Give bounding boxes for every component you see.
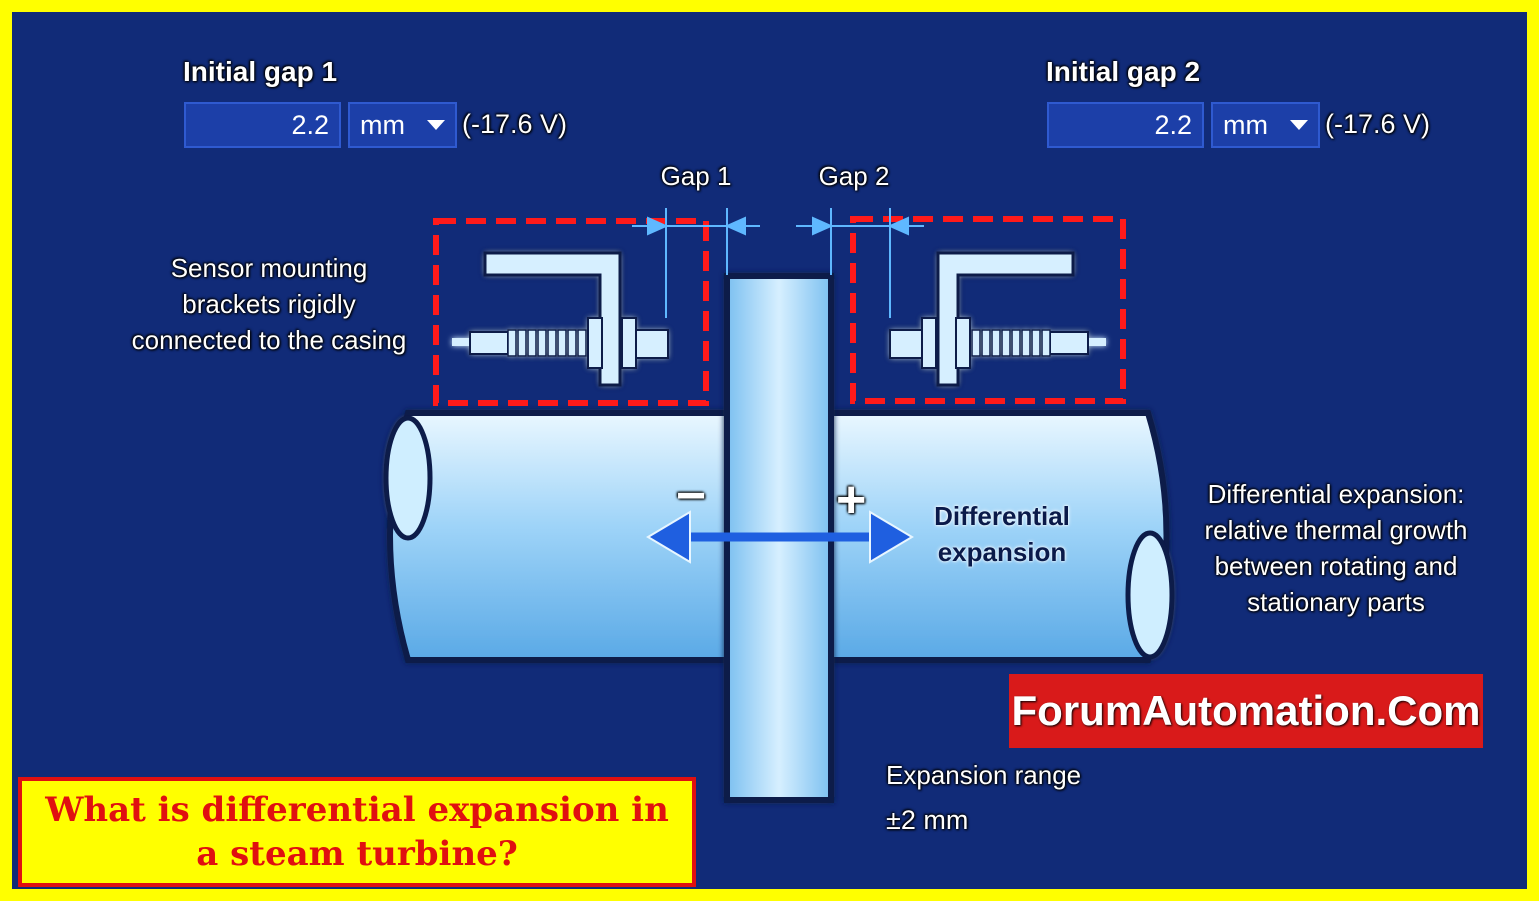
initial-gap-1-input[interactable]: 2.2 [184, 102, 341, 148]
initial-gap-2-label: Initial gap 2 [1046, 56, 1201, 87]
title-line-1: What is differential expansion in [45, 790, 669, 830]
brand-text: ForumAutomation.Com [1011, 687, 1481, 734]
left-sensor [452, 251, 669, 387]
initial-gap-2-input[interactable]: 2.2 [1047, 102, 1204, 148]
definition-line-3: between rotating and [1214, 551, 1458, 581]
initial-gap-1-label: Initial gap 1 [183, 56, 338, 87]
chevron-down-icon [427, 120, 445, 130]
gap-2-unit-value: mm [1223, 109, 1268, 140]
gap2-dimension [796, 208, 924, 318]
gap-1-unit-value: mm [360, 109, 405, 140]
right-sensor [889, 251, 1106, 387]
gap-2-label: Gap 2 [818, 161, 890, 191]
expansion-arrow [646, 510, 914, 564]
definition-line-1: Differential expansion: [1207, 479, 1465, 509]
differential-expansion-label: Differential expansion [910, 498, 1094, 570]
page-title: What is differential expansion in a stea… [45, 788, 669, 876]
right-sensor-highlight [850, 216, 1126, 404]
definition-line-4: stationary parts [1247, 587, 1425, 617]
brand-banner: ForumAutomation.Com [1009, 674, 1483, 748]
sensor-note-line-2: brackets rigidly [182, 289, 356, 319]
plus-sign: + [836, 471, 867, 529]
sensor-note-line-3: connected to the casing [131, 325, 407, 355]
sensor-mounting-note: Sensor mounting brackets rigidly connect… [110, 250, 428, 358]
gap-1-unit-select[interactable]: mm [348, 102, 457, 148]
definition-note: Differential expansion: relative thermal… [1180, 476, 1492, 620]
title-line-2: a steam turbine? [196, 834, 518, 874]
expansion-label-line-1: Differential [934, 501, 1070, 531]
gap1-dimension [632, 208, 760, 318]
gap-2-unit-select[interactable]: mm [1211, 102, 1320, 148]
gap-2-voltage: (-17.6 V) [1325, 109, 1431, 139]
expansion-range-value: ±2 mm [886, 805, 969, 835]
expansion-label-line-2: expansion [937, 537, 1067, 567]
title-box: What is differential expansion in a stea… [18, 777, 696, 887]
chevron-down-icon [1290, 120, 1308, 130]
definition-line-2: relative thermal growth [1204, 515, 1468, 545]
left-sensor-highlight [433, 218, 709, 406]
sensor-note-line-1: Sensor mounting [170, 253, 368, 283]
gap-1-label: Gap 1 [660, 161, 732, 191]
expansion-range-label: Expansion range [886, 760, 1082, 790]
minus-sign: − [676, 467, 707, 525]
gap-1-voltage: (-17.6 V) [462, 109, 568, 139]
